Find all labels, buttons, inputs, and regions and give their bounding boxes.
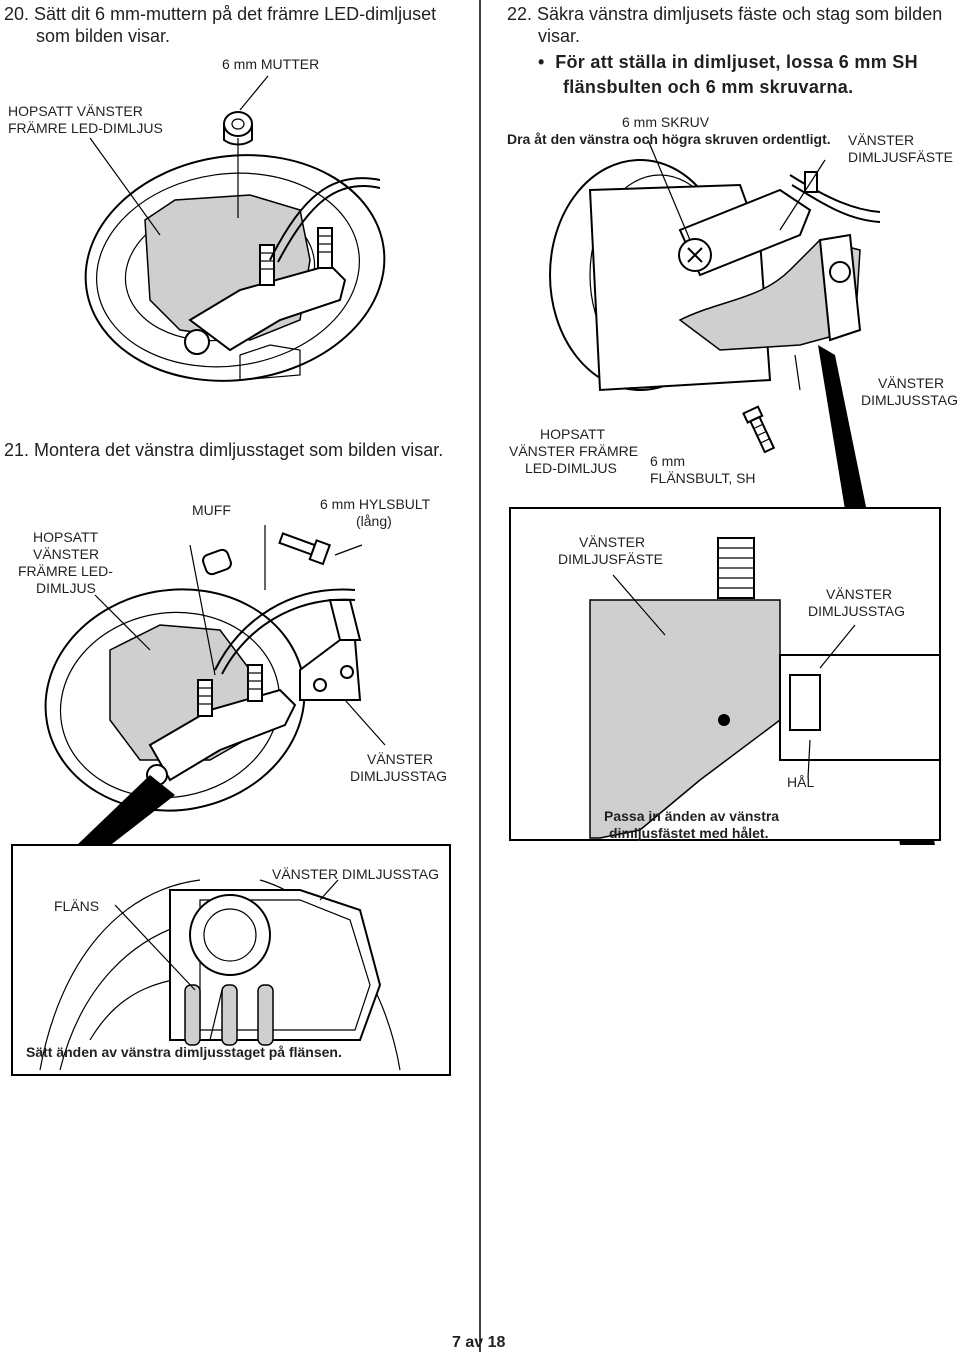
- step21-inset-stay: VÄNSTER DIMLJUSSTAG: [272, 866, 439, 882]
- step22-inset-hole: HÅL: [787, 774, 815, 790]
- step22-label-bracket-line1: VÄNSTER: [848, 132, 915, 148]
- step22-title-line2: visar.: [538, 26, 581, 46]
- step22-title-line1: 22. Säkra vänstra dimljusets fäste och s…: [507, 4, 943, 24]
- step22-bracket-drawing: [549, 139, 935, 845]
- step20-label-nut: 6 mm MUTTER: [222, 56, 320, 72]
- step22-inset-note-line2: dimljusfästet med hålet.: [609, 825, 769, 841]
- step21-label-stay-line2: DIMLJUSSTAG: [350, 768, 447, 784]
- step21-inset-drawing: [11, 844, 451, 1076]
- step20-label-light-line1: HOPSATT VÄNSTER: [8, 103, 143, 119]
- step21-label-bolt-line2: (lång): [356, 513, 392, 529]
- step22-label-flangebolt-line2: FLÄNSBULT, SH: [650, 470, 756, 486]
- step22-label-stay-line1: VÄNSTER: [878, 375, 945, 391]
- step22-label-flangebolt-line1: 6 mm: [650, 453, 685, 469]
- step20-fog-light-drawing: [84, 75, 386, 382]
- step21-label-stay-line1: VÄNSTER: [367, 751, 434, 767]
- step21-label-light-line2: VÄNSTER: [33, 546, 100, 562]
- step22-bullet: • För att ställa in dimljuset, lossa 6 m…: [538, 52, 918, 73]
- step21-label-bolt-line1: 6 mm HYLSBULT: [320, 496, 431, 512]
- step21-label-light-line1: HOPSATT: [33, 529, 99, 545]
- step22-label-screw: 6 mm SKRUV: [622, 114, 710, 130]
- step22-label-assembly-line3: LED-DIMLJUS: [525, 460, 617, 476]
- step22-label-assembly-line1: HOPSATT: [540, 426, 606, 442]
- step22-inset-stay-line1: VÄNSTER: [826, 586, 893, 602]
- step22-bullet-line1: För att ställa in dimljuset, lossa 6 mm …: [555, 52, 918, 72]
- step21-inset-note: Sätt änden av vänstra dimljusstaget på f…: [26, 1044, 342, 1060]
- step22-inset-bracket-line1: VÄNSTER: [579, 534, 646, 550]
- step22-inset-note-line1: Passa in änden av vänstra: [604, 808, 780, 824]
- step22-label-bracket-line2: DIMLJUSFÄSTE: [848, 149, 954, 165]
- step22-bullet-line2: flänsbulten och 6 mm skruvarna.: [563, 77, 854, 97]
- step22-inset-stay-line2: DIMLJUSSTAG: [808, 603, 905, 619]
- step21-label-collar: MUFF: [192, 502, 231, 518]
- step21-inset-flange: FLÄNS: [54, 898, 100, 914]
- step21-stay-drawing: [25, 525, 386, 900]
- step21-label-light-line4: DIMLJUS: [36, 580, 96, 596]
- step22-inset-drawing: [509, 507, 941, 841]
- step20-label-light-line2: FRÄMRE LED-DIMLJUS: [8, 120, 163, 136]
- page-number: 7 av 18: [452, 1334, 506, 1351]
- step21-title: 21. Montera det vänstra dimljusstaget so…: [4, 440, 444, 460]
- bullet-icon: •: [538, 52, 556, 72]
- step20-title-line2: som bilden visar.: [36, 26, 171, 46]
- step22-label-stay-line2: DIMLJUSSTAG: [861, 392, 958, 408]
- step22-inset-bracket-line2: DIMLJUSFÄSTE: [558, 551, 664, 567]
- step22-note-tighten: Dra åt den vänstra och högra skruven ord…: [507, 131, 831, 147]
- step20-title-line1: 20. Sätt dit 6 mm-muttern på det främre …: [4, 4, 437, 24]
- step21-label-light-line3: FRÄMRE LED-: [18, 563, 113, 579]
- step22-label-assembly-line2: VÄNSTER FRÄMRE: [509, 443, 639, 459]
